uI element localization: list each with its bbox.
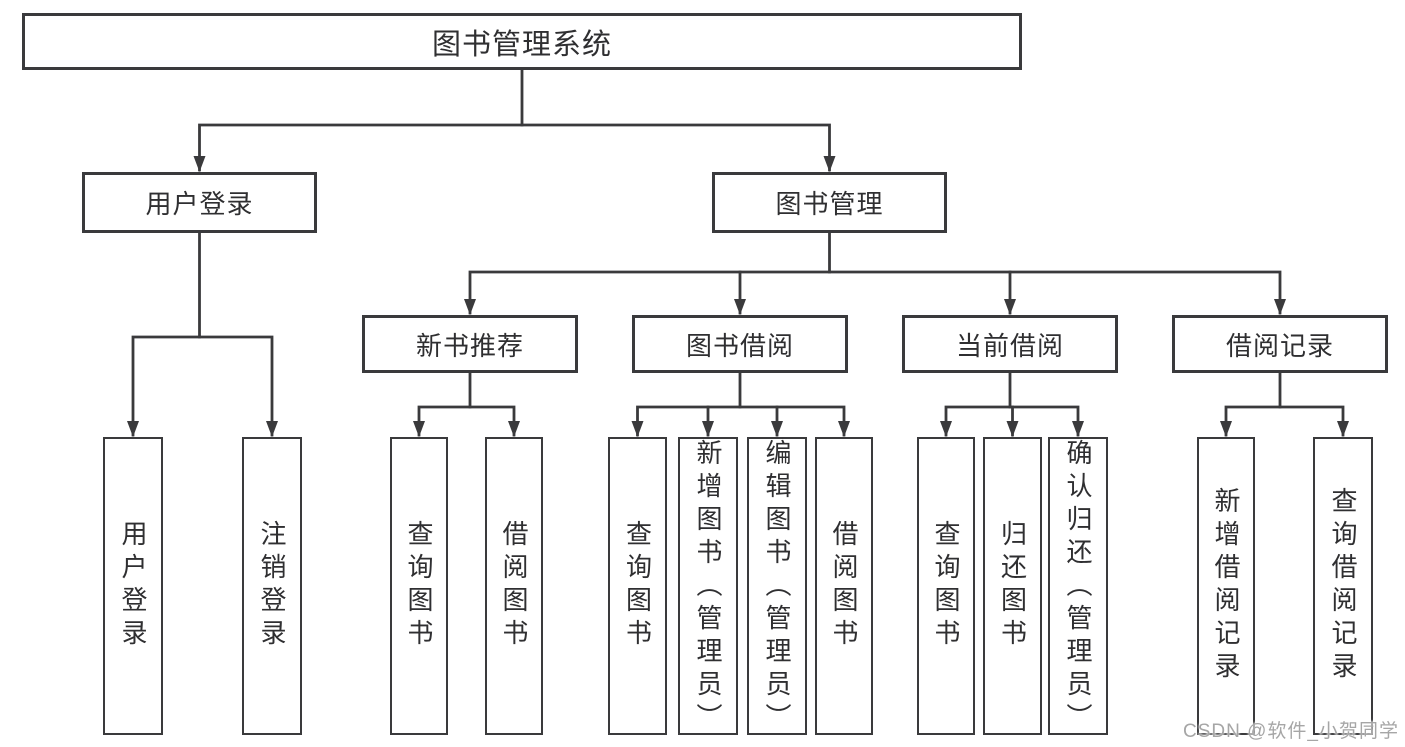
leaf-label: 查询借阅记录 xyxy=(1328,487,1358,685)
leaf-nb-query-books: 查询图书 xyxy=(390,437,448,735)
leaf-nb-borrow-books: 借阅图书 xyxy=(485,437,543,735)
node-borrow-records: 借阅记录 xyxy=(1172,315,1388,373)
leaf-label: 编辑图书（管理员） xyxy=(762,439,792,735)
leaf-label: 查询图书 xyxy=(404,520,434,652)
leaf-bb-edit-book-admin: 编辑图书（管理员） xyxy=(747,437,807,735)
node-book-management: 图书管理 xyxy=(712,172,947,233)
node-book-borrowing: 图书借阅 xyxy=(632,315,848,373)
leaf-cb-return-books: 归还图书 xyxy=(983,437,1042,735)
node-current-borrowing: 当前借阅 xyxy=(902,315,1118,373)
leaf-label: 注销登录 xyxy=(257,520,287,652)
node-library-management-system: 图书管理系统 xyxy=(22,13,1022,70)
leaf-user-login: 用户登录 xyxy=(103,437,163,735)
leaf-cb-query-books: 查询图书 xyxy=(917,437,975,735)
leaf-label: 查询图书 xyxy=(622,520,653,652)
leaf-br-query-borrow-record: 查询借阅记录 xyxy=(1313,437,1373,735)
node-user-login: 用户登录 xyxy=(82,172,317,233)
leaf-label: 借阅图书 xyxy=(499,520,529,652)
leaf-br-add-borrow-record: 新增借阅记录 xyxy=(1197,437,1255,735)
leaf-bb-query-books: 查询图书 xyxy=(608,437,667,735)
leaf-label: 新增图书（管理员） xyxy=(693,439,723,735)
leaf-label: 查询图书 xyxy=(931,520,961,652)
leaf-cb-confirm-return-admin: 确认归还（管理员） xyxy=(1048,437,1108,735)
leaf-label: 新增借阅记录 xyxy=(1211,487,1241,685)
leaf-bb-add-book-admin: 新增图书（管理员） xyxy=(678,437,738,735)
watermark: CSDN @软件_小贺同学 xyxy=(1183,721,1399,742)
leaf-logout: 注销登录 xyxy=(242,437,302,735)
leaf-label: 确认归还（管理员） xyxy=(1063,439,1093,735)
leaf-label: 归还图书 xyxy=(997,520,1028,652)
leaf-label: 借阅图书 xyxy=(829,520,859,652)
leaf-label: 用户登录 xyxy=(118,520,148,652)
node-new-book-recommend: 新书推荐 xyxy=(362,315,578,373)
leaf-bb-borrow-books: 借阅图书 xyxy=(815,437,873,735)
